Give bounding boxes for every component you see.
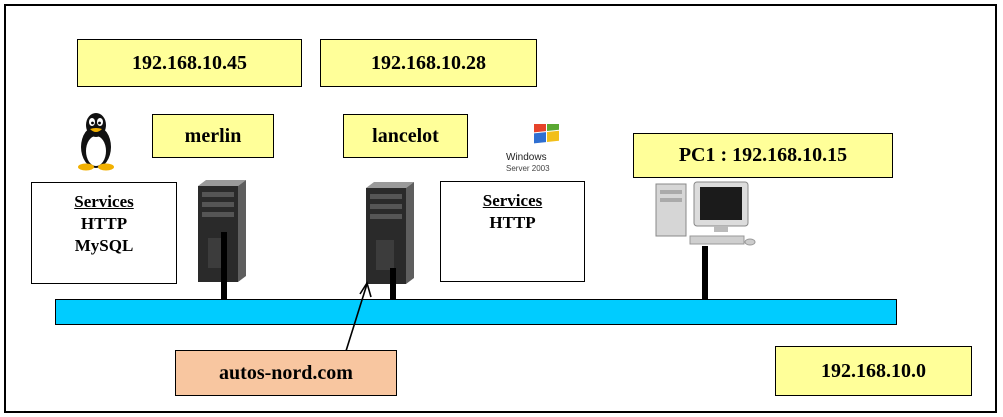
- hostname-lancelot: lancelot: [343, 114, 468, 158]
- service-item: MySQL: [74, 236, 134, 255]
- windows-logo-subtext: Server 2003: [506, 164, 550, 173]
- windows-logo-text: Windows: [506, 152, 547, 163]
- ip-label-merlin: 192.168.10.45: [77, 39, 302, 87]
- domain-label: autos-nord.com: [175, 350, 397, 396]
- services-box-lancelot: Services HTTP: [440, 181, 585, 282]
- link-merlin: [221, 232, 227, 300]
- services-title: Services: [74, 192, 134, 211]
- server-tower-icon: [366, 182, 414, 284]
- services-title: Services: [482, 191, 543, 210]
- service-item: HTTP: [489, 213, 536, 232]
- service-item: HTTP: [80, 214, 128, 233]
- network-address-label: 192.168.10.0: [775, 346, 972, 396]
- windows-server-logo-icon: Windows Server 2003: [506, 124, 559, 173]
- linux-tux-icon: [78, 113, 114, 171]
- network-bus: [55, 299, 897, 325]
- ip-label-lancelot: 192.168.10.28: [320, 39, 537, 87]
- diagram-frame: [4, 4, 997, 413]
- desktop-pc-icon: [655, 181, 756, 246]
- hostname-merlin: merlin: [152, 114, 274, 158]
- pc1-label: PC1 : 192.168.10.15: [633, 133, 893, 178]
- link-lancelot: [390, 268, 396, 300]
- link-pc1: [702, 246, 708, 300]
- services-box-merlin: Services HTTP MySQL: [31, 182, 177, 284]
